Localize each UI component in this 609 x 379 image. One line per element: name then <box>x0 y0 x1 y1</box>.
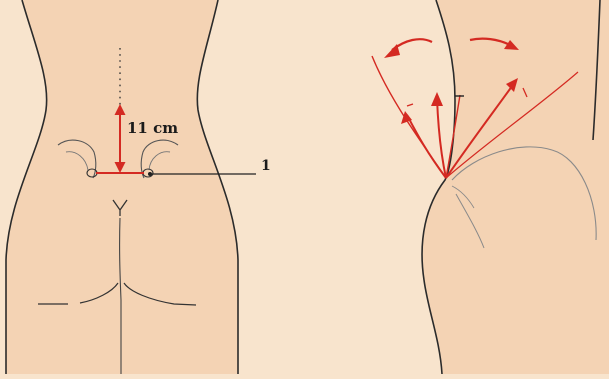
distance-label: 11 cm <box>127 119 178 137</box>
callout-number: 1 <box>261 158 271 174</box>
